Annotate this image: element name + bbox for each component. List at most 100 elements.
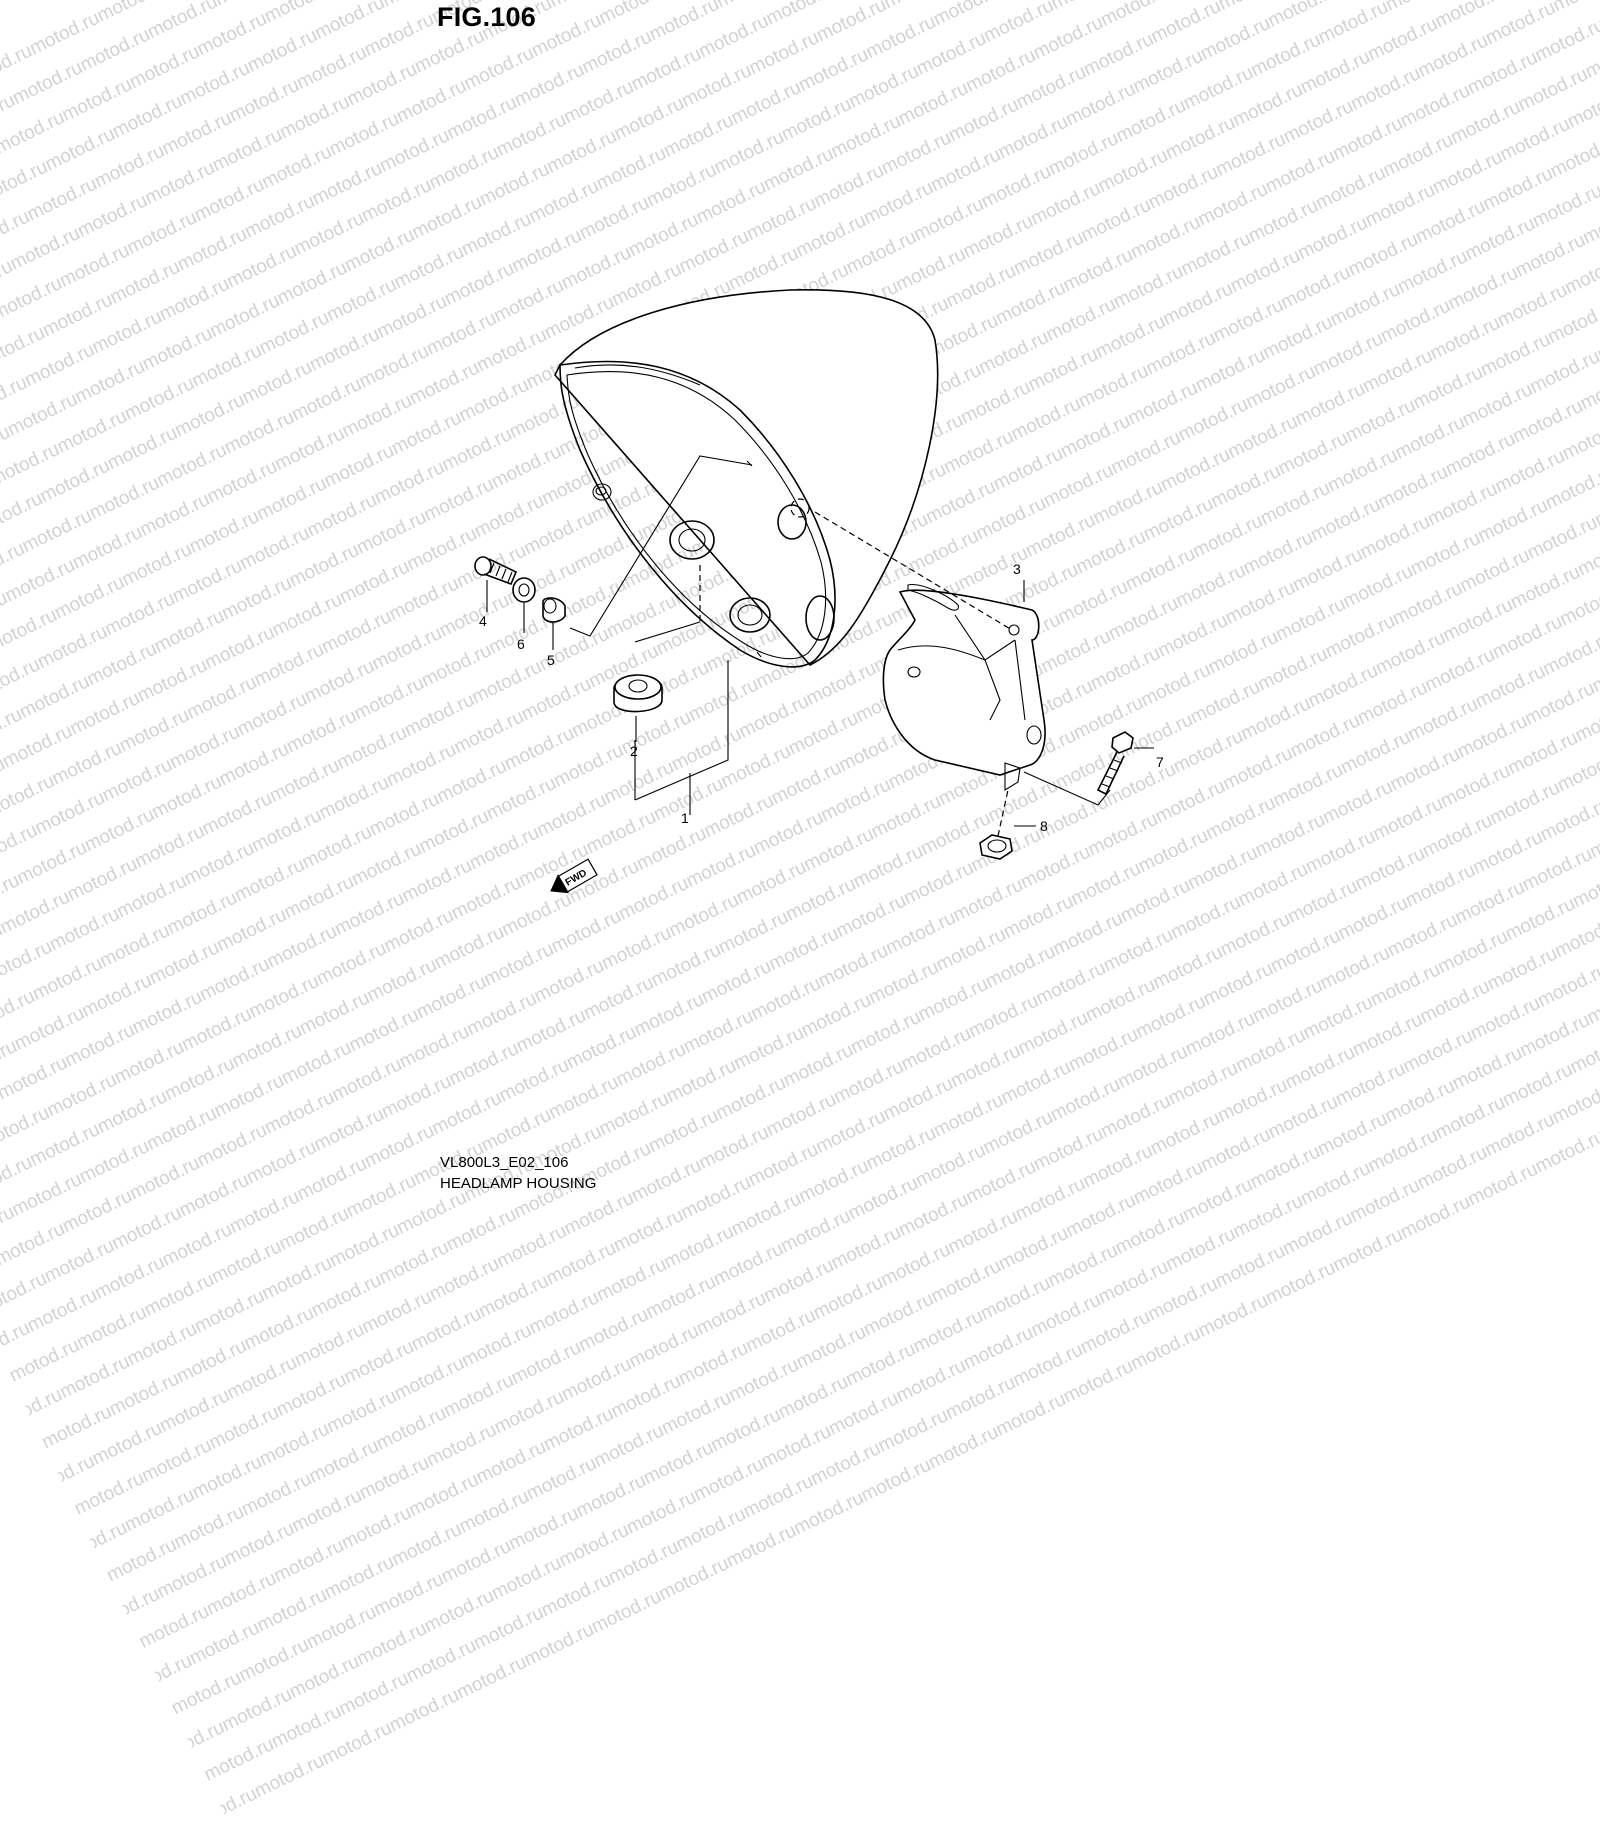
- watermark-text: motod.ru: [200, 1733, 278, 1786]
- watermark-text: motod.ru: [723, 1520, 800, 1573]
- watermark-text: motod.ru: [438, 1535, 515, 1588]
- watermark-text: motod.ru: [168, 1667, 245, 1720]
- watermark-text: motod.ru: [1144, 1273, 1222, 1326]
- watermark-text: motod.ru: [942, 1372, 1019, 1424]
- callout-2: 2: [630, 743, 638, 759]
- watermark-text: motod.ru: [925, 1421, 1002, 1474]
- watermark-text: motod.ru: [857, 1454, 935, 1507]
- watermark-text: motod.ru: [158, 1219, 236, 1271]
- watermark-text: motod.ru: [388, 1518, 466, 1571]
- watermark-text: motod.ru: [1211, 1240, 1289, 1293]
- watermark-text: motod.ru: [73, 1301, 151, 1354]
- watermark-text: motod.ru: [251, 1750, 328, 1803]
- figure-caption: HEADLAMP HOUSING: [440, 1175, 597, 1192]
- watermark-text: motod.ru: [286, 1651, 363, 1703]
- watermark-text: motod.ru: [54, 1517, 131, 1570]
- watermark-text: motod.ru: [108, 1202, 186, 1255]
- watermark-text: motod.ru: [1077, 1306, 1154, 1359]
- watermark-text: motod.ru: [710, 1238, 787, 1291]
- headlamp-housing-shell: [554, 288, 939, 668]
- watermark-text: motod.ru: [0, 1268, 51, 1321]
- watermark-text: motod.ru: [1262, 1257, 1339, 1310]
- watermark-text: motod.ru: [420, 1585, 498, 1638]
- watermark-text: motod.ru: [203, 1567, 280, 1620]
- watermark-text: motod.ru: [977, 1272, 1054, 1325]
- watermark-text: motod.ru: [505, 1502, 583, 1555]
- watermark-text: motod.ru: [523, 1453, 600, 1505]
- callout-labels: 1 2 3 4 5 6 7 8: [479, 561, 1164, 834]
- watermark-text: motod.ru: [340, 1336, 418, 1389]
- part-2-grommet: [613, 674, 663, 742]
- watermark-text: motod.ru: [256, 1418, 333, 1471]
- watermark-text: motod.ru: [191, 1285, 268, 1338]
- callout-6: 6: [517, 636, 525, 652]
- watermark-text: motod.ru: [525, 1287, 603, 1339]
- watermark-text: motod.ru: [183, 1783, 261, 1824]
- watermark-text: motod.ru: [405, 1469, 483, 1522]
- watermark-text: motod.ru: [240, 1302, 318, 1355]
- watermark-text: motod.ru: [1060, 1355, 1137, 1408]
- callout-5: 5: [547, 652, 555, 668]
- watermark-text: motod.ru: [758, 1420, 835, 1473]
- watermark-text: motod.ru: [793, 1321, 870, 1374]
- watermark-text: motod.ru: [56, 1351, 134, 1404]
- watermark-text: motod.ru: [151, 1716, 228, 1769]
- watermark-text: motod.ru: [725, 1354, 803, 1407]
- watermark-text: motod.ru: [38, 1401, 116, 1454]
- watermark-text: motod.ru: [490, 1386, 568, 1439]
- watermark-text: motod.ru: [386, 1684, 463, 1737]
- watermark-text: motod.ru: [605, 1536, 682, 1589]
- headlamp-housing-diagram: 1 2 3 4 5 6 7 8 FWD: [474, 288, 1164, 894]
- watermark-text: motod.ru: [403, 1635, 480, 1687]
- watermark-text: motod.ru: [1095, 1256, 1172, 1309]
- watermark-text: motod.ru: [493, 1220, 571, 1273]
- watermark-text: motod.ru: [825, 1388, 903, 1440]
- watermark-text: motod.ru: [542, 1237, 620, 1290]
- watermark-text: motod.ru: [775, 1371, 852, 1424]
- watermark-text: motod.ru: [440, 1369, 518, 1422]
- watermark-text: motod.ru: [303, 1601, 380, 1654]
- fwd-arrow-icon: FWD: [550, 858, 598, 894]
- watermark-text: motod.ru: [1329, 1224, 1407, 1277]
- watermark-text: motod.ru: [790, 1487, 868, 1540]
- watermark-text: motod.ru: [960, 1322, 1037, 1375]
- watermark-text: motod.ru: [186, 1617, 263, 1670]
- watermark-text: motod.ru: [640, 1437, 717, 1489]
- watermark-text: motod.ru: [273, 1369, 350, 1421]
- watermark-text: motod.ru: [106, 1368, 183, 1421]
- watermark-text: motod.ru: [537, 1569, 615, 1622]
- watermark-text: motod.ru: [408, 1303, 485, 1356]
- watermark-text: motod.ru: [842, 1338, 920, 1391]
- watermark-text: motod.ru: [321, 1551, 398, 1604]
- watermark-text: motod.ru: [777, 1205, 855, 1258]
- watermark-text: motod.ru: [24, 1284, 101, 1337]
- watermark-text: motod.ru: [353, 1618, 431, 1670]
- watermark-text: motod.ru: [138, 1434, 216, 1487]
- watermark-text: motod.ru: [123, 1318, 201, 1371]
- watermark-text: motod.ru: [892, 1355, 970, 1407]
- watermark-text: motod.ru: [253, 1584, 331, 1637]
- watermark-text: motod.ru: [1112, 1207, 1189, 1259]
- watermark-text: motod.ru: [121, 1484, 199, 1537]
- watermark-text: motod.ru: [268, 1700, 345, 1753]
- watermark-text: motod.ru: [1194, 1290, 1272, 1342]
- watermark-text: motod.ru: [575, 1304, 652, 1356]
- watermark-text: motod.ru: [555, 1519, 633, 1572]
- watermark-text: motod.ru: [141, 1269, 218, 1321]
- watermark-text: motod.ru: [323, 1385, 401, 1438]
- watermark-text: motod.ru: [0, 1245, 3, 1311]
- watermark-text: motod.ru: [658, 1387, 735, 1440]
- watermark-text: motod.ru: [944, 1206, 1022, 1259]
- watermark-text: motod.ru: [71, 1467, 148, 1520]
- watermark-text: motod.ru: [0, 1201, 18, 1254]
- watermark-text: motod.ru: [208, 1236, 286, 1288]
- watermark-text: motod.ru: [470, 1602, 548, 1655]
- watermark-text: motod.ru: [218, 1683, 296, 1736]
- watermark-text: motod.ru: [173, 1335, 251, 1388]
- watermark-text: motod.ru: [358, 1286, 436, 1339]
- part-5-collar: [542, 597, 566, 650]
- watermark-text: motod.ru: [0, 1218, 69, 1271]
- watermark-text: motod.ru: [860, 1288, 938, 1341]
- watermark-text: motod.ru: [426, 1253, 503, 1306]
- callout-1: 1: [681, 810, 689, 826]
